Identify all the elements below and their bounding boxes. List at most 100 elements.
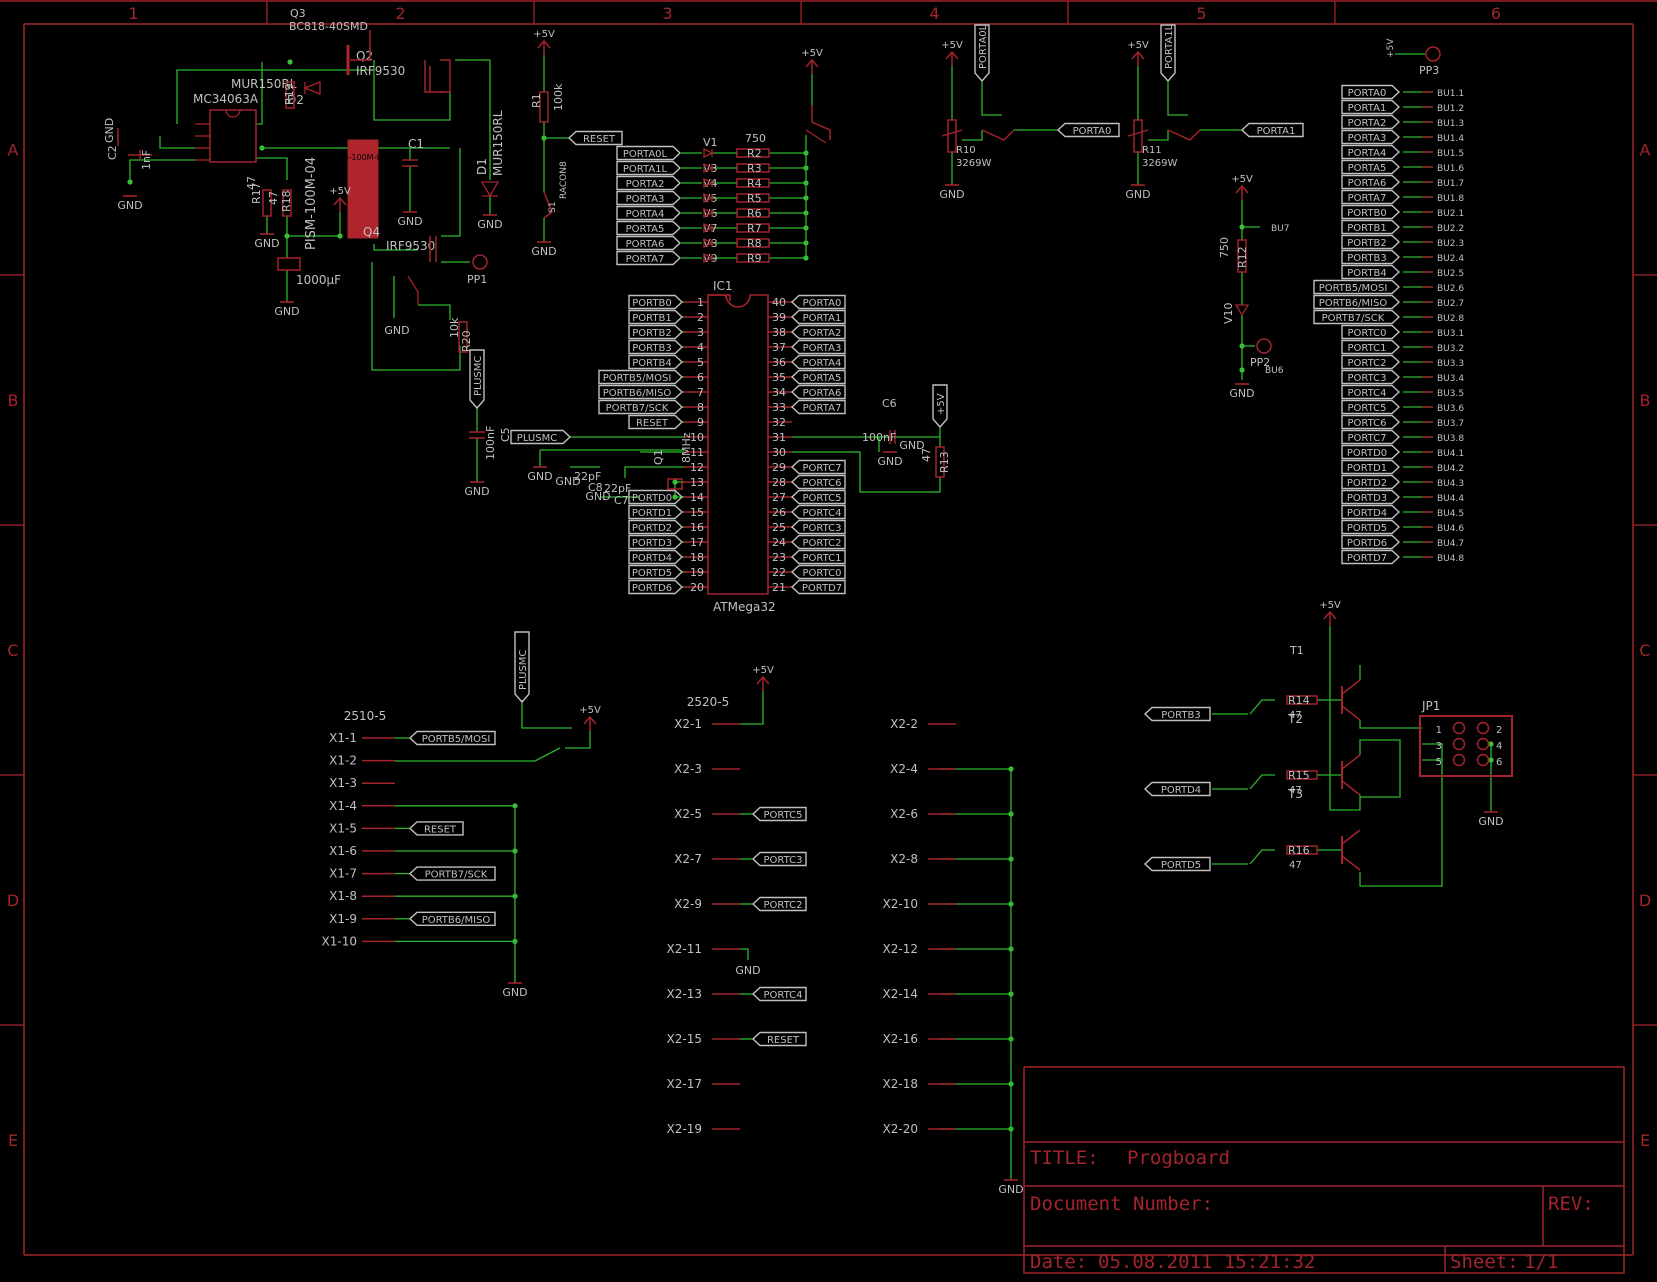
net-label-frame: [1341, 534, 1401, 550]
bu-pin-name: BU4.2: [1437, 464, 1464, 474]
net-label-text: PORTB0: [1347, 208, 1386, 219]
gnd-c8: GND: [555, 475, 580, 488]
c2-value: 1nF: [140, 150, 153, 170]
d2-type: MUR150RL: [231, 77, 297, 91]
x1-net-label: PORTB6/MISO: [408, 911, 496, 926]
bu-pin-name: BU1.3: [1437, 119, 1464, 129]
led-resistor: [736, 163, 770, 173]
net-label-frame: [628, 354, 684, 370]
net-label-frame: [628, 294, 684, 310]
r1-value: 100k: [552, 83, 565, 111]
mcu-right-net-label: PORTA7: [790, 399, 846, 415]
net-label-frame: [616, 220, 682, 236]
ic1-pin-number: 2: [697, 311, 704, 324]
frame-row-letter-right: D: [1639, 891, 1651, 910]
net-label-text: PORTC7: [803, 463, 842, 474]
r18-ref: R18: [280, 190, 293, 212]
bu-port-label: PORTD6: [1341, 534, 1401, 550]
gnd-x2-11: GND: [735, 964, 760, 977]
net-label-frame: [790, 339, 846, 355]
r19-resistor: [285, 81, 295, 109]
ic1-pin-number: 37: [772, 341, 786, 354]
mcu-left-net-label: PORTB4: [628, 354, 684, 370]
pp3-vcc: +5V: [1386, 38, 1396, 58]
net-label-text: PORTD3: [1347, 493, 1387, 504]
net-label-frame: [1341, 84, 1401, 100]
ic1-pin-number: 7: [697, 386, 704, 399]
pot-resistor: [947, 119, 957, 153]
led-resistor: [736, 193, 770, 203]
junction-dot: [672, 479, 678, 485]
driver-transistor: [1341, 829, 1361, 871]
bu-port-label: PORTA4: [1341, 144, 1401, 160]
net-label-text: PORTA7: [803, 403, 842, 414]
bu-port-label: PORTD5: [1341, 519, 1401, 535]
net-label-text: PORTD5: [632, 568, 672, 579]
pot-port-vertical: PORTA0L: [974, 24, 990, 83]
inductor-label: PISM-100M-04: [304, 157, 319, 250]
junction-dot: [512, 803, 518, 809]
net-label-text: PORTD7: [1347, 553, 1387, 564]
bu-pin-name: BU1.5: [1437, 149, 1464, 159]
net-label-frame: [790, 309, 846, 325]
bu-pin-name: BU4.1: [1437, 449, 1464, 459]
net-label-text: PORTB6/MISO: [1319, 298, 1388, 309]
x2-right-pin-name: X2-12: [883, 942, 918, 956]
d1-type: MUR150RL: [491, 110, 505, 176]
jp1-pin: [1476, 737, 1490, 751]
frame-row-letter-left: C: [7, 641, 18, 660]
net-label-text: PORTD4: [1347, 508, 1387, 519]
bu-port-label: PORTB7/SCK: [1313, 309, 1401, 325]
bu-port-label: PORTA0: [1341, 84, 1401, 100]
pot-type: 3269W: [956, 158, 991, 169]
mcu-right-net-label: PORTC3: [790, 519, 846, 535]
frame-row-letter-left: A: [8, 141, 19, 160]
net-label-text: PORTA2: [1348, 118, 1387, 129]
gnd-x1: GND: [502, 986, 527, 999]
net-label-text: PORTD3: [632, 538, 672, 549]
led-port-label: PORTA1L: [616, 160, 682, 176]
mcu-left-net-label: PORTB2: [628, 324, 684, 340]
x2-right-pin-name: X2-20: [883, 1122, 918, 1136]
net-label-frame: [1143, 781, 1211, 797]
net-label-frame: [469, 349, 485, 410]
led-resistor: [736, 253, 770, 263]
net-label-frame: [1056, 122, 1120, 138]
net-label-frame: [790, 384, 846, 400]
driver-resistor-ref: R15: [1288, 769, 1310, 782]
junction-dot: [287, 59, 293, 65]
net-label-text: PORTD0: [632, 493, 672, 504]
pot-type: 3269W: [1142, 158, 1177, 169]
net-label-text: PORTA3: [626, 194, 665, 205]
led-diode: [703, 207, 714, 219]
x1-pin-name: X1-4: [329, 799, 357, 813]
bu-pin-name: BU3.7: [1437, 419, 1464, 429]
net-label-text: PORTB6/MISO: [603, 388, 672, 399]
wire: [1329, 680, 1361, 811]
bu-pin-name: BU2.4: [1437, 254, 1464, 264]
net-label-text: PORTC3: [764, 855, 803, 866]
net-label-text: PORTB1: [1347, 223, 1386, 234]
r13-resistor: [935, 446, 945, 478]
pot-vcc: +5V: [941, 40, 963, 51]
net-label-frame: [790, 564, 846, 580]
mcu-left-net-label: PORTD6: [628, 579, 684, 595]
crystal-body: [667, 478, 683, 490]
gnd-pot: GND: [939, 188, 964, 201]
net-label-frame: [1341, 459, 1401, 475]
net-label-text: PORTA3: [1348, 133, 1387, 144]
ic1-pin-number: 36: [772, 356, 786, 369]
driver-resistor-value: 47: [1289, 860, 1302, 871]
jp1-pin: [1452, 753, 1466, 767]
r13-value: 47: [920, 448, 933, 462]
bu-port-label: PORTC4: [1341, 384, 1401, 400]
net-label-frame: [1341, 519, 1401, 535]
pot-port-label: PORTA1: [1240, 122, 1304, 138]
wire: [418, 304, 451, 320]
net-label-frame: [628, 414, 684, 430]
bu-pin-name: BU2.2: [1437, 224, 1464, 234]
net-label-text: PLUSMC: [517, 433, 557, 444]
driver-switch: [1249, 699, 1275, 715]
net-label-text: PORTC3: [1348, 373, 1387, 384]
ic1-type: ATMega32: [713, 600, 776, 614]
